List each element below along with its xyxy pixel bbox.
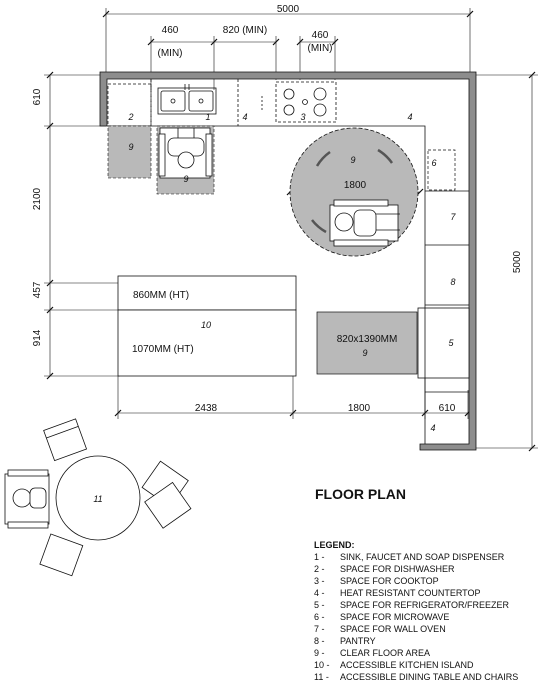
- svg-text:1800: 1800: [348, 403, 371, 414]
- svg-text:9: 9: [350, 155, 355, 165]
- svg-text:2100: 2100: [32, 187, 43, 210]
- svg-text:914: 914: [32, 329, 43, 346]
- svg-text:1070MM (HT): 1070MM (HT): [132, 344, 194, 355]
- svg-text:CLEAR FLOOR AREA: CLEAR FLOOR AREA: [340, 648, 430, 658]
- svg-text:610: 610: [32, 88, 43, 105]
- svg-text:HEAT RESISTANT COUNTERTOP: HEAT RESISTANT COUNTERTOP: [340, 588, 481, 598]
- svg-text:4: 4: [407, 112, 412, 122]
- svg-text:820x1390MM: 820x1390MM: [337, 334, 398, 345]
- microwave-space: [427, 149, 456, 191]
- svg-text:3: 3: [300, 112, 305, 122]
- svg-text:460: 460: [312, 30, 329, 41]
- svg-text:5000: 5000: [277, 4, 300, 15]
- legend-item: 1 - SINK, FAUCET AND SOAP DISPENSER: [314, 552, 505, 562]
- cooktop: [261, 81, 337, 123]
- svg-text:2438: 2438: [195, 403, 218, 414]
- svg-text:4: 4: [430, 423, 435, 433]
- sink: [157, 84, 217, 115]
- dimension-labels: 5000 460 (MIN) 820 (MIN) 460 (MIN) 610 2…: [32, 4, 523, 414]
- legend-item: 6 - SPACE FOR MICROWAVE: [314, 612, 449, 622]
- svg-text:11 -: 11 -: [314, 672, 329, 682]
- svg-text:SPACE FOR REFRIGERATOR/FREEZER: SPACE FOR REFRIGERATOR/FREEZER: [340, 600, 510, 610]
- refrigerator: [417, 307, 470, 379]
- svg-text:SINK, FAUCET AND SOAP DISPENSE: SINK, FAUCET AND SOAP DISPENSER: [340, 552, 505, 562]
- svg-text:1800: 1800: [344, 180, 367, 191]
- svg-text:PANTRY: PANTRY: [340, 636, 376, 646]
- legend-item: 2 - SPACE FOR DISHWASHER: [314, 564, 455, 574]
- svg-text:2: 2: [127, 112, 133, 122]
- legend-item: 10 - ACCESSIBLE KITCHEN ISLAND: [314, 660, 474, 670]
- svg-text:4 -: 4 -: [314, 588, 325, 598]
- svg-text:LEGEND:: LEGEND:: [314, 540, 355, 550]
- svg-text:6: 6: [431, 158, 436, 168]
- legend: LEGEND: 1 - SINK, FAUCET AND SOAP DISPEN…: [314, 540, 518, 682]
- svg-text:9: 9: [128, 142, 133, 152]
- wheelchair-user-circle: [329, 199, 400, 247]
- wheelchair-user-sink: [158, 127, 213, 179]
- legend-item: 3 - SPACE FOR COOKTOP: [314, 576, 439, 586]
- svg-text:457: 457: [32, 281, 43, 298]
- svg-text:9 -: 9 -: [314, 648, 325, 658]
- svg-text:(MIN): (MIN): [308, 43, 333, 54]
- svg-text:2 -: 2 -: [314, 564, 325, 574]
- legend-item: 9 - CLEAR FLOOR AREA: [314, 648, 430, 658]
- svg-text:9: 9: [362, 348, 367, 358]
- svg-text:8: 8: [450, 277, 455, 287]
- svg-text:ACCESSIBLE KITCHEN ISLAND: ACCESSIBLE KITCHEN ISLAND: [340, 660, 474, 670]
- legend-item: 5 - SPACE FOR REFRIGERATOR/FREEZER: [314, 600, 510, 610]
- svg-text:11: 11: [93, 494, 102, 504]
- legend-item: 4 - HEAT RESISTANT COUNTERTOP: [314, 588, 481, 598]
- kitchen-walls: [99, 71, 477, 451]
- svg-text:820 (MIN): 820 (MIN): [223, 25, 267, 36]
- clear-floor-area-dishwasher: [107, 125, 152, 179]
- svg-text:5000: 5000: [512, 250, 523, 273]
- kitchen-island: [117, 275, 297, 377]
- legend-item: 8 - PANTRY: [314, 636, 376, 646]
- svg-text:5: 5: [448, 338, 454, 348]
- svg-text:ACCESSIBLE DINING TABLE AND CH: ACCESSIBLE DINING TABLE AND CHAIRS: [340, 672, 518, 682]
- svg-text:SPACE FOR COOKTOP: SPACE FOR COOKTOP: [340, 576, 439, 586]
- svg-text:7 -: 7 -: [314, 624, 325, 634]
- svg-text:610: 610: [439, 403, 456, 414]
- svg-text:860MM (HT): 860MM (HT): [133, 290, 189, 301]
- svg-text:9: 9: [183, 174, 188, 184]
- svg-text:(MIN): (MIN): [158, 48, 183, 59]
- page-title: FLOOR PLAN: [315, 486, 406, 502]
- legend-item: 11 - ACCESSIBLE DINING TABLE AND CHAIRS: [314, 672, 518, 682]
- svg-text:1: 1: [205, 112, 210, 122]
- svg-text:SPACE FOR WALL OVEN: SPACE FOR WALL OVEN: [340, 624, 446, 634]
- legend-item: 7 - SPACE FOR WALL OVEN: [314, 624, 446, 634]
- svg-text:6 -: 6 -: [314, 612, 325, 622]
- svg-text:SPACE FOR DISHWASHER: SPACE FOR DISHWASHER: [340, 564, 455, 574]
- svg-text:5 -: 5 -: [314, 600, 325, 610]
- dining-table: [4, 418, 192, 577]
- svg-text:7: 7: [450, 212, 456, 222]
- svg-text:460: 460: [162, 25, 179, 36]
- item-numbers: 2 1 4 3 4 9 9 9 6 7 8 5 9 10 4 11: [93, 112, 456, 504]
- svg-text:4: 4: [242, 112, 247, 122]
- svg-text:10: 10: [201, 320, 211, 330]
- svg-text:10 -: 10 -: [314, 660, 330, 670]
- svg-text:3 -: 3 -: [314, 576, 325, 586]
- clear-floor-area-fridge: [316, 311, 418, 375]
- svg-text:8 -: 8 -: [314, 636, 325, 646]
- svg-text:SPACE FOR MICROWAVE: SPACE FOR MICROWAVE: [340, 612, 449, 622]
- svg-text:1 -: 1 -: [314, 552, 325, 562]
